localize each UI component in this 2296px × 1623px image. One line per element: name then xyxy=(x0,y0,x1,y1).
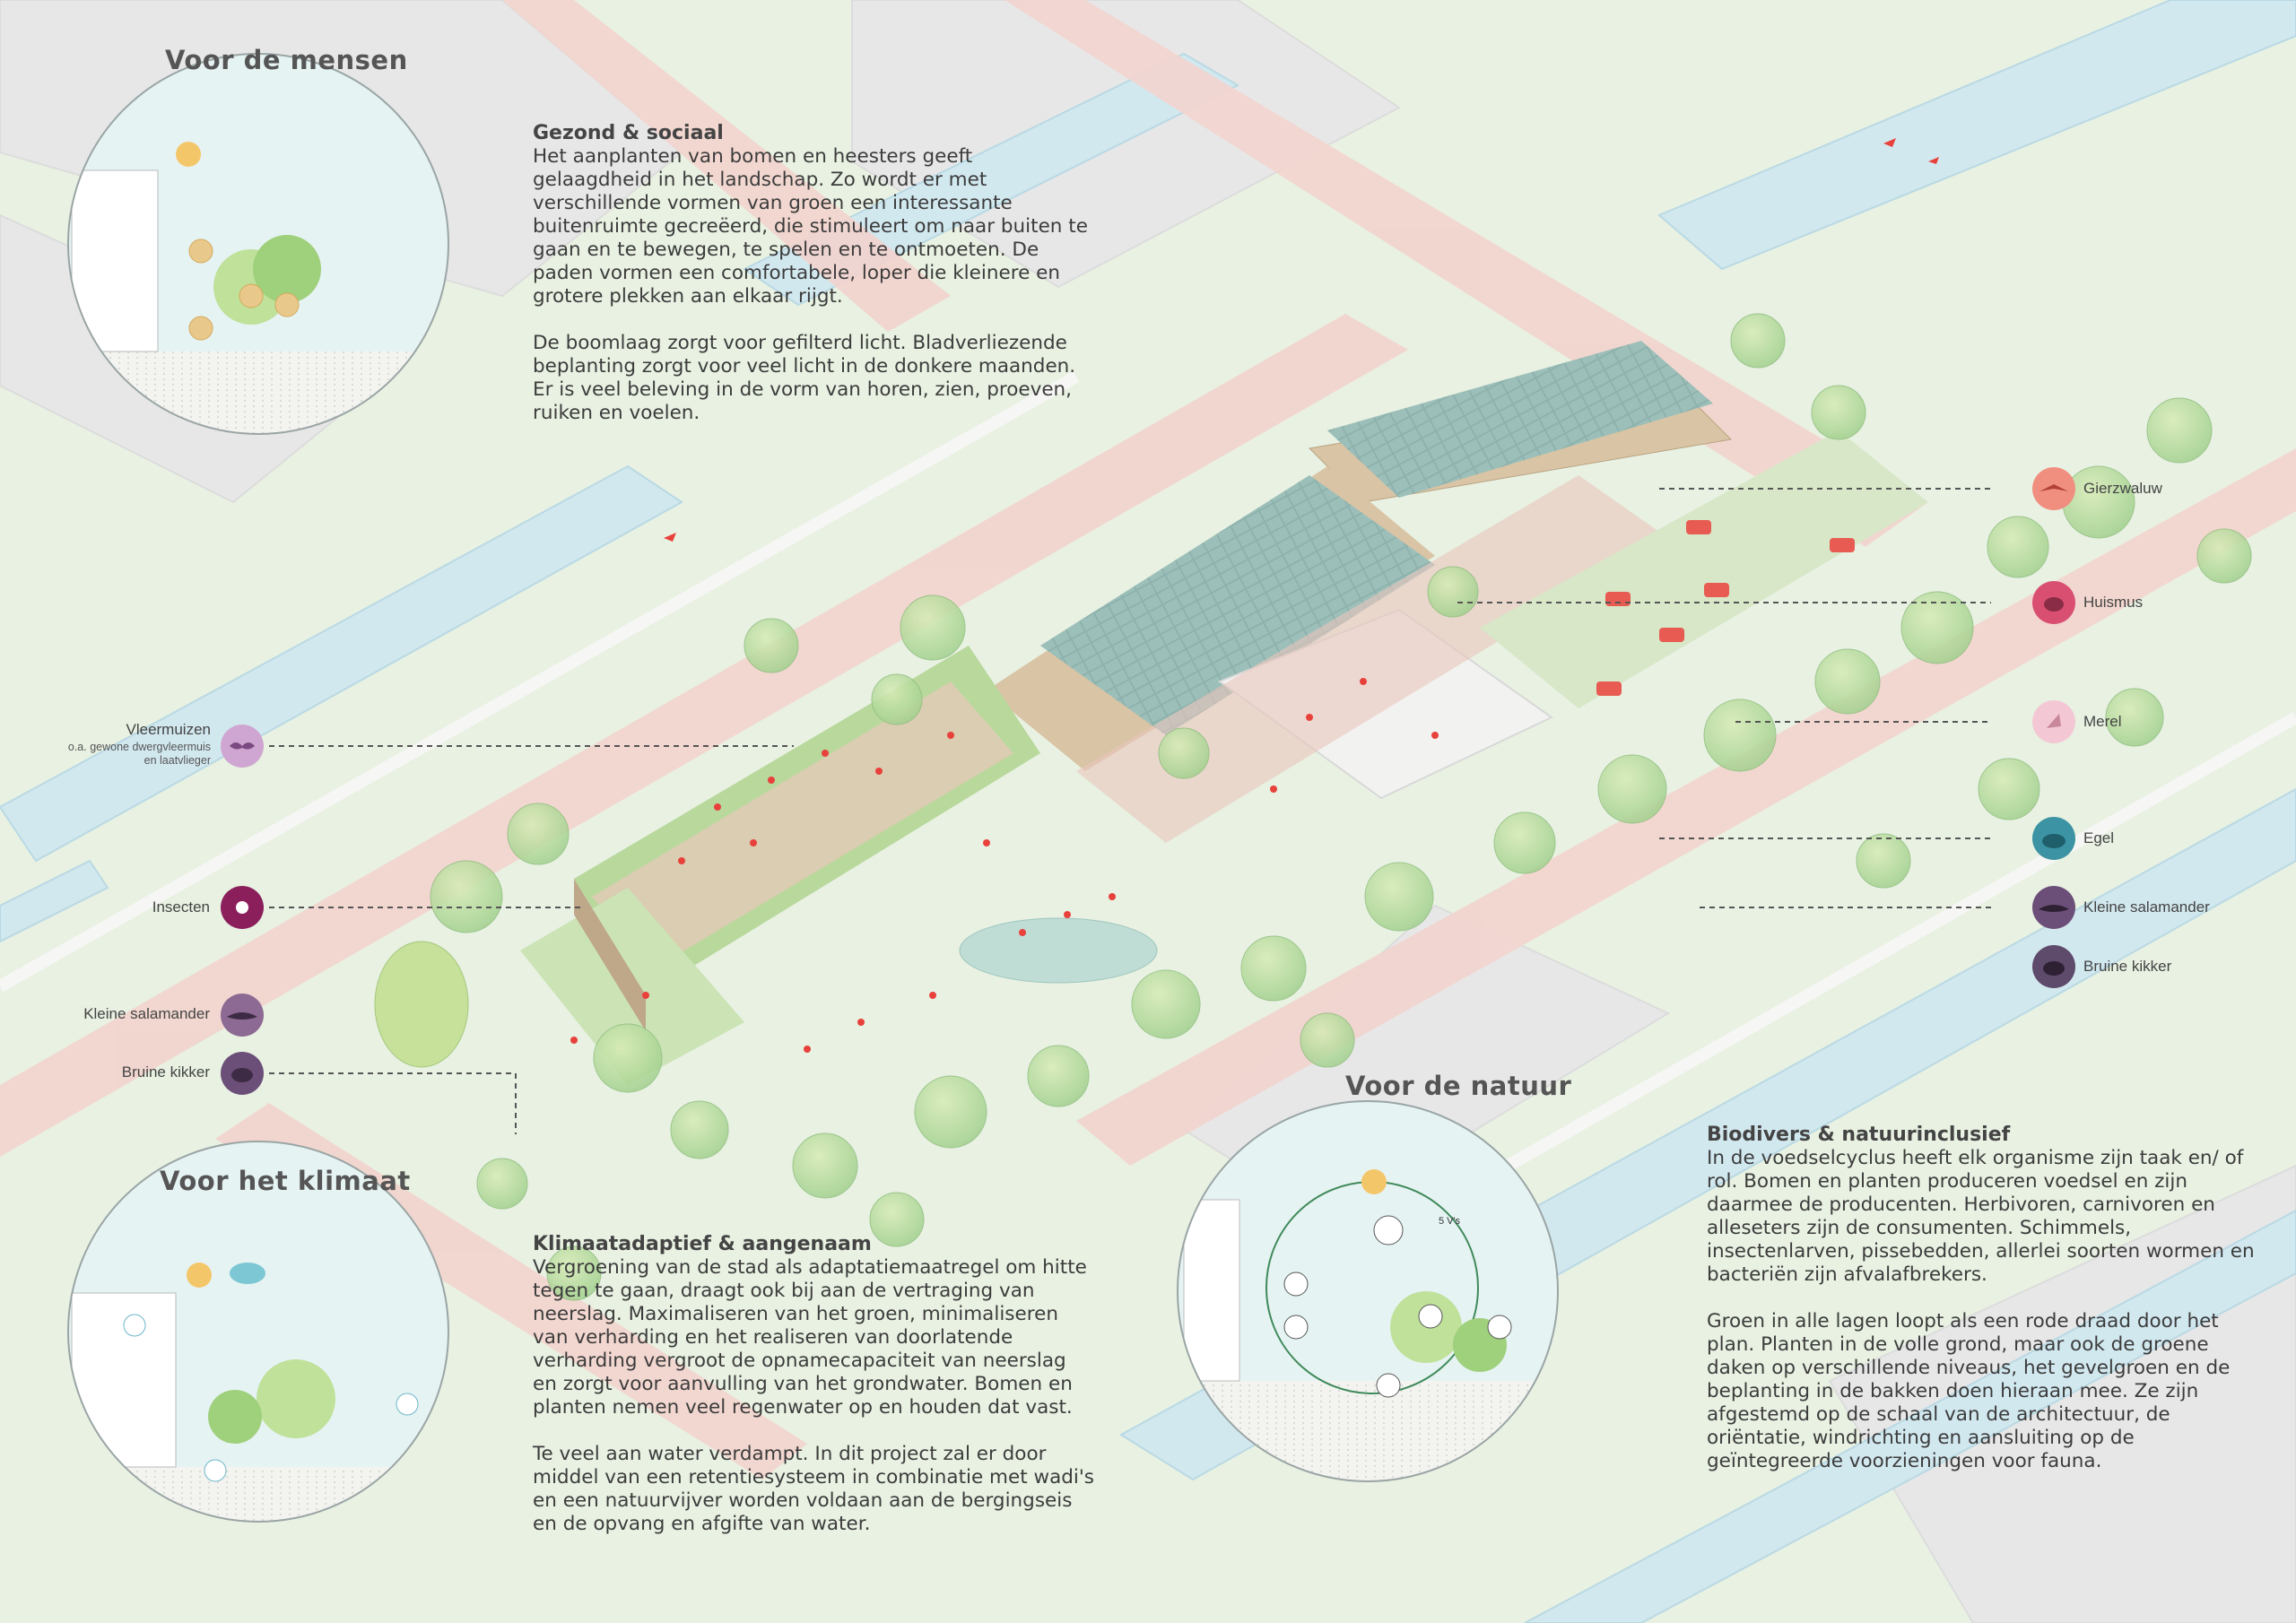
birds-in-sky xyxy=(664,138,1939,542)
paragraph-climate-2: Te veel aan water verdampt. In dit proje… xyxy=(533,1443,1094,1535)
text-block-people: Gezond & sociaal Het aanplanten van bome… xyxy=(533,122,1096,448)
callout-lines xyxy=(269,488,1991,1134)
callout-label-bats: Vleermuizen xyxy=(126,721,212,738)
solar-roof-large xyxy=(1327,341,1713,498)
callout-label-hedgehog: Egel xyxy=(2083,829,2115,846)
paragraph-nature-1: In de voedselcyclus heeft elk organisme … xyxy=(1707,1147,2255,1286)
pond xyxy=(959,917,1158,984)
callout-label-sparrow: Huismus xyxy=(2083,594,2144,611)
people-figures xyxy=(570,678,1439,1053)
heading-climate: Klimaatadaptief & aangenaam xyxy=(533,1233,872,1255)
text-block-nature: Biodivers & natuurinclusief In de voedse… xyxy=(1707,1124,2270,1497)
trees xyxy=(430,313,2252,1301)
heading-nature: Biodivers & natuurinclusief xyxy=(1707,1124,2011,1146)
section-title-people: Voor de mensen xyxy=(165,45,408,75)
paragraph-people-1: Het aanplanten van bomen en heesters gee… xyxy=(533,145,1088,308)
callout-icons-left xyxy=(221,725,264,1095)
callout-label-swift: Gierzwaluw xyxy=(2083,480,2162,497)
section-title-climate: Voor het klimaat xyxy=(160,1166,411,1196)
text-block-climate: Klimaatadaptief & aangenaam Vergroening … xyxy=(533,1233,1096,1559)
climate-diagram-circle xyxy=(68,1141,448,1522)
people-diagram-circle xyxy=(68,54,448,434)
heading-people: Gezond & sociaal xyxy=(533,122,724,144)
section-title-nature: Voor de natuur xyxy=(1345,1071,1572,1101)
nature-diagram-circle xyxy=(1178,1101,1558,1481)
paragraph-nature-2: Groen in alle lagen loopt als een rode d… xyxy=(1707,1310,2231,1472)
solar-roof-small xyxy=(1040,475,1435,735)
parking xyxy=(1480,430,1928,708)
callout-label-salamander-left: Kleine salamander xyxy=(83,1005,210,1022)
willow-tree xyxy=(374,941,469,1068)
facade xyxy=(574,879,646,1031)
sports-field xyxy=(1076,475,1668,843)
callout-label-frog-left: Bruine kikker xyxy=(121,1063,210,1081)
callout-sub-bats: o.a. gewone dwergvleermuis en laatvliege… xyxy=(67,741,211,767)
callout-label-insects: Insecten xyxy=(152,898,210,916)
paragraph-climate-1: Vergroening van de stad als adaptatiemaa… xyxy=(533,1256,1087,1419)
callout-label-frog-right: Bruine kikker xyxy=(2083,958,2172,975)
callout-icons-right xyxy=(2032,467,2075,988)
five-vs-badge: 5 V's xyxy=(1438,1216,1461,1227)
callout-label-blackbird: Merel xyxy=(2083,713,2122,730)
paragraph-people-2: De boomlaag zorgt voor gefilterd licht. … xyxy=(533,332,1076,424)
school-building xyxy=(520,341,1733,1085)
callout-label-salamander-right: Kleine salamander xyxy=(2083,898,2210,916)
